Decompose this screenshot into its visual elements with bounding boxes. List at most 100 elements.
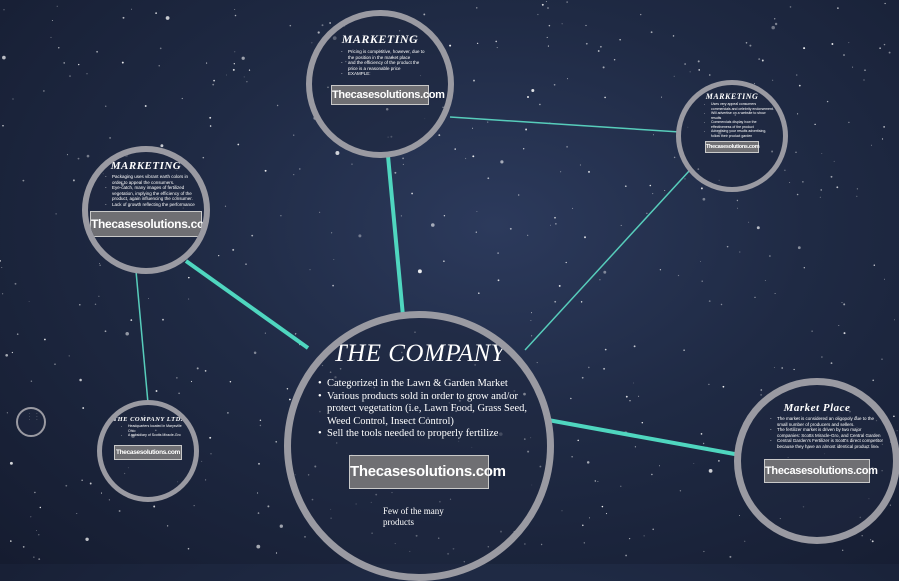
star <box>99 264 101 266</box>
star <box>561 510 563 512</box>
marketing-left-bullet: Packaging uses vibrant earth colors in o… <box>105 174 198 185</box>
marketing-right-watermark-badge: Thecasesolutions.com <box>705 141 760 153</box>
marketing-right-bullet: Advertising your results advertising, fo… <box>704 129 775 138</box>
star <box>333 259 335 260</box>
star <box>82 407 85 409</box>
star <box>684 178 686 180</box>
star <box>443 215 446 217</box>
star <box>641 421 644 424</box>
company-footnote: Few of the many products <box>383 505 444 527</box>
company-watermark-badge: Thecasesolutions.com <box>349 454 506 489</box>
marketing-top-bullets: Pricing is competitive, however, due to … <box>338 49 430 77</box>
star <box>531 312 533 314</box>
star <box>289 24 292 27</box>
marketing-left-node[interactable]: MARKETING Packaging uses vibrant earth c… <box>82 146 210 274</box>
star <box>684 63 686 65</box>
star <box>577 439 579 442</box>
star <box>583 542 585 544</box>
marketing-right-node[interactable]: MARKETING Uses very appeal consumers com… <box>676 80 788 192</box>
company-ltd-node[interactable]: THE COMPANY LTD. Headquarters located in… <box>97 400 199 502</box>
star <box>677 274 680 277</box>
star <box>683 349 685 352</box>
star <box>550 224 551 226</box>
star <box>531 335 533 337</box>
star <box>588 170 590 173</box>
star <box>560 171 562 173</box>
star <box>72 179 75 182</box>
star <box>646 212 648 214</box>
star <box>443 260 445 263</box>
star <box>335 151 340 155</box>
star <box>864 69 866 72</box>
marketing-right-bullet: Uses very appeal consumers commercials a… <box>704 102 775 111</box>
star <box>44 338 46 341</box>
star <box>188 298 190 300</box>
star <box>122 16 125 19</box>
star <box>487 121 489 123</box>
star <box>652 193 654 195</box>
star <box>193 505 195 507</box>
company-ltd-bullets: Headquarters located in Marysville Ohio … <box>118 424 190 438</box>
star <box>698 69 700 71</box>
company-ltd-title: THE COMPANY LTD. <box>113 416 183 423</box>
star <box>109 136 112 139</box>
star <box>896 430 898 432</box>
star <box>158 65 160 67</box>
link-company-marketing-right <box>524 169 691 351</box>
star <box>672 35 675 37</box>
star <box>11 351 14 354</box>
market-place-node[interactable]: Market Place The market is considered an… <box>734 378 899 544</box>
star <box>650 31 653 34</box>
star <box>251 234 254 237</box>
star <box>633 345 636 348</box>
tiny-node[interactable]: ... ... ... <box>16 407 46 437</box>
star <box>567 78 568 80</box>
star <box>754 296 756 299</box>
star <box>893 319 895 321</box>
star <box>889 504 891 506</box>
star <box>737 207 738 209</box>
star <box>264 169 267 172</box>
star <box>652 528 654 531</box>
star <box>589 517 590 519</box>
star <box>6 412 8 414</box>
star <box>39 506 42 509</box>
star <box>162 318 164 321</box>
marketing-top-node[interactable]: MARKETING Pricing is competitive, howeve… <box>306 10 454 158</box>
company-title: THE COMPANY <box>332 340 506 367</box>
star <box>579 164 581 166</box>
star <box>159 47 162 50</box>
star <box>843 332 846 335</box>
star <box>206 62 208 64</box>
star <box>130 319 133 321</box>
star <box>329 22 331 24</box>
star <box>601 505 604 508</box>
star <box>121 61 124 64</box>
link-company-market-place <box>547 418 741 457</box>
tiny-node-bullet: ... <box>29 419 44 422</box>
star <box>438 134 441 137</box>
star <box>774 18 776 20</box>
star <box>701 280 703 282</box>
company-node[interactable]: THE COMPANY Categorized in the Lawn & Ga… <box>284 311 554 581</box>
star <box>497 252 499 254</box>
star <box>585 42 588 45</box>
market-place-bullet: The fertilizer market is driven by two m… <box>770 427 885 438</box>
star <box>0 260 1 262</box>
star <box>881 138 884 140</box>
star <box>258 462 260 465</box>
star <box>843 303 846 306</box>
star <box>237 143 240 146</box>
marketing-left-bullets: Packaging uses vibrant earth colors in o… <box>102 174 198 207</box>
marketing-right-bullets: Uses very appeal consumers commercials a… <box>701 102 775 138</box>
star <box>541 3 544 6</box>
star <box>246 81 248 83</box>
star <box>761 59 764 62</box>
star <box>317 31 320 34</box>
star <box>205 479 207 481</box>
star <box>22 546 25 548</box>
connector-lines <box>135 116 741 457</box>
star <box>566 145 569 148</box>
star <box>218 255 220 257</box>
star <box>78 63 80 66</box>
